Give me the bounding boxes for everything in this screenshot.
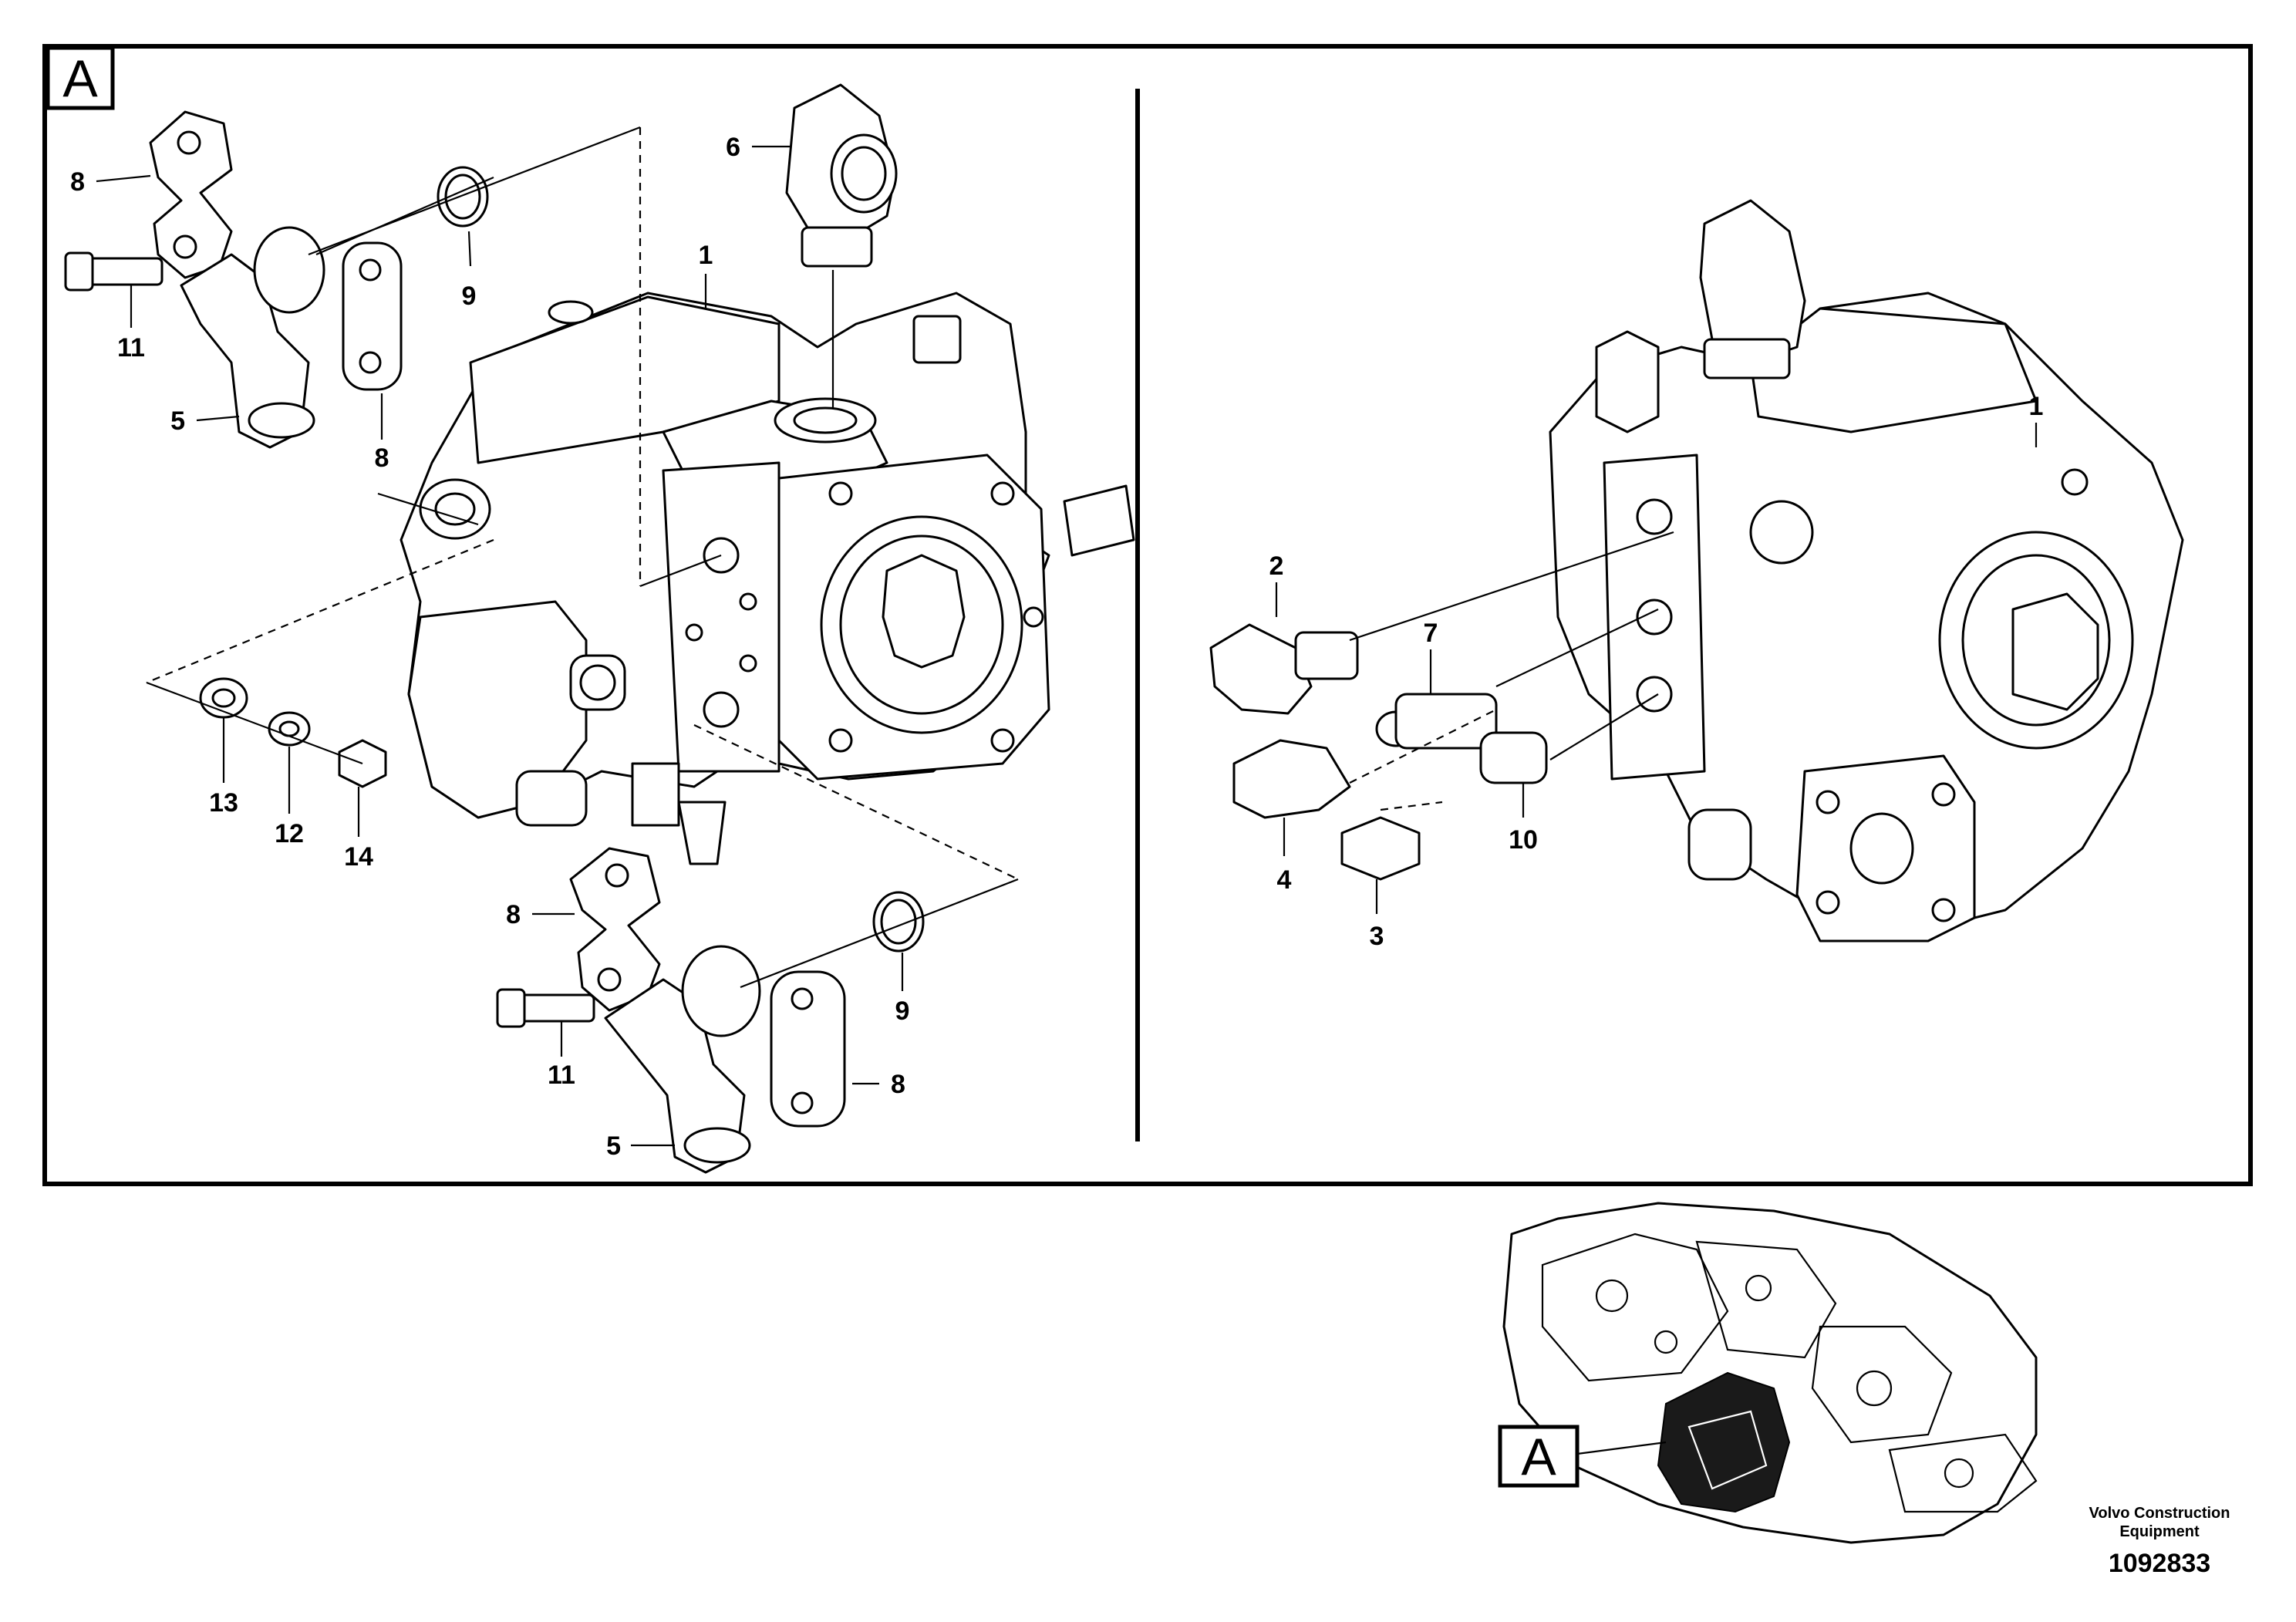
detail-label-box: A: [46, 46, 115, 110]
callout: 10: [1509, 825, 1538, 855]
left-exploded-view: [64, 83, 1135, 1174]
explode-line-lower: [693, 724, 1019, 880]
company-name-line1: Volvo Construction: [2089, 1505, 2230, 1522]
explode-line-face: [639, 554, 722, 588]
explode-line-left: [146, 538, 494, 684]
left-callouts: 1 6 8 9 11 5 8 13 12 14 8 9 11 8 5: [70, 133, 909, 1161]
callout: 5: [606, 1131, 621, 1161]
callout: 8: [375, 443, 389, 473]
overview-label-text: A: [1521, 1428, 1556, 1486]
fitting-10: [1479, 731, 1548, 784]
callout: 1: [2029, 392, 2044, 421]
callout: 8: [506, 900, 521, 929]
callout: 6: [726, 133, 740, 162]
washers-and-nut: [199, 677, 387, 788]
pump-body-left: [400, 292, 1135, 865]
right-assembled-view: [1209, 199, 2184, 943]
fitting-2: [1209, 623, 1359, 715]
callout: 9: [895, 996, 910, 1026]
elbow-fitting-6: [785, 83, 898, 268]
explode-line-lower-solid: [740, 878, 1019, 989]
illustration-number: 1092833: [2109, 1549, 2210, 1578]
fitting-4: [1232, 739, 1351, 819]
callout: 5: [170, 406, 185, 436]
callout: 14: [344, 842, 373, 872]
explode-line-oring: [315, 176, 494, 256]
fitting-7: [1375, 693, 1498, 750]
company-name-line2: Equipment: [2119, 1523, 2200, 1540]
callout: 11: [548, 1061, 575, 1090]
callout: 12: [275, 819, 304, 848]
overview-label-box: A: [1498, 1425, 1580, 1488]
callout: 8: [70, 167, 85, 197]
callout: 8: [891, 1070, 905, 1099]
lower-flange-assembly: [496, 847, 925, 1174]
detail-frame: [42, 44, 2253, 1186]
callout: 3: [1370, 922, 1384, 951]
detail-label-text: A: [62, 49, 98, 108]
callout: 7: [1424, 619, 1438, 648]
callout: 11: [117, 333, 145, 363]
right-callouts: 1 2 7 4 10 3: [1269, 392, 2044, 951]
explode-line-side: [377, 492, 479, 526]
overview-illustration: A: [1498, 1202, 2038, 1544]
callout: 4: [1277, 865, 1292, 895]
upper-flange-assembly: [64, 110, 489, 449]
title-block: Volvo Construction Equipment 1092833: [2089, 1505, 2230, 1578]
callout: 9: [462, 282, 477, 311]
callout: 1: [699, 241, 713, 270]
fitting-3: [1340, 816, 1421, 881]
callout: 2: [1269, 551, 1284, 581]
pump-body-right: [1549, 199, 2184, 943]
explode-line-washers: [146, 681, 363, 765]
callout: 13: [209, 788, 238, 818]
